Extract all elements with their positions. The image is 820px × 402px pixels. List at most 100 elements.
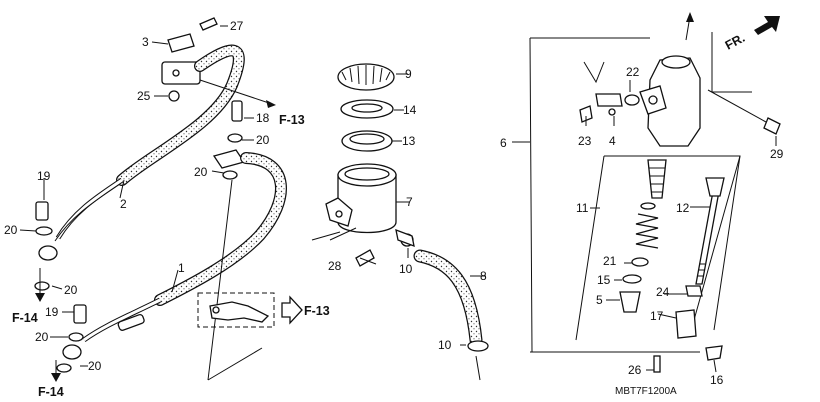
callout-20: 20	[256, 133, 270, 147]
washer-20-upper	[35, 226, 53, 236]
f13-top-arrowhead	[266, 100, 276, 108]
ref-f14-lower: F-14	[38, 385, 64, 399]
clip-part-3	[167, 33, 195, 53]
callout-10: 10	[438, 338, 452, 352]
cup-21	[631, 257, 649, 267]
callout-2: 2	[120, 197, 127, 211]
callout-20: 20	[35, 330, 49, 344]
reservoir-body-7	[337, 174, 397, 234]
inset-dashed-frame	[197, 292, 275, 328]
spring-21	[635, 213, 659, 249]
cotter-pin-16	[705, 345, 723, 361]
callout-25: 25	[137, 89, 151, 103]
cylinder-top	[661, 55, 691, 69]
inset-fitting-hole	[212, 306, 220, 314]
banjo-bolt-19-upper	[35, 201, 49, 221]
washer-20-lower-b	[68, 332, 84, 342]
clevis-17	[675, 309, 697, 339]
banjo-bolt-19-lower	[73, 304, 87, 324]
washer-20-lower-c	[56, 363, 72, 373]
pushrod-12-head	[705, 177, 725, 197]
brake-hose-2-texture	[117, 45, 244, 185]
outer-frame	[529, 32, 752, 353]
callout-20: 20	[194, 165, 208, 179]
ref-f13-box: F-13	[304, 304, 330, 318]
inset-fitting	[209, 301, 270, 323]
seat-5	[619, 291, 641, 313]
inset-box	[197, 292, 303, 328]
nut-24	[685, 285, 703, 297]
front-direction-indicator: FR.	[723, 16, 780, 53]
callout-19: 19	[37, 169, 51, 183]
washer-20-mid	[222, 170, 238, 180]
bolt-18	[231, 100, 243, 122]
f14-lower-arrowhead	[51, 373, 61, 382]
diagram-code: MBT7F1200A	[615, 386, 677, 397]
plate-14-inner	[351, 103, 383, 113]
front-arrow-icon	[754, 16, 780, 35]
callout-20: 20	[88, 359, 102, 373]
boot-11-ribs	[649, 167, 665, 193]
callout-15: 15	[597, 273, 611, 287]
bolt-28	[355, 249, 375, 267]
banjo-fitting-upper	[38, 245, 58, 261]
callout-11: 11	[576, 201, 589, 215]
ref-f14-upper: F-14	[12, 311, 38, 325]
cap-9-ridges	[341, 65, 391, 85]
callout-14: 14	[403, 103, 417, 117]
reservoir-assembly	[311, 63, 489, 381]
callout-18: 18	[256, 111, 270, 125]
reference-labels: F-13 F-13 F-14 F-14	[12, 113, 330, 399]
hose-assembly-upper	[34, 17, 245, 291]
hose-joint-4	[595, 93, 623, 107]
left-leader-lines	[19, 25, 254, 367]
callout-7: 7	[406, 195, 413, 209]
hose-clip-10-lower	[467, 340, 489, 352]
brake-pipe-2-line	[54, 183, 121, 242]
bolt-29	[763, 117, 781, 135]
reservoir-rim-inner	[344, 167, 390, 181]
washer-stack-top	[640, 202, 656, 210]
callout-4: 4	[609, 134, 616, 148]
f13-top-arrow	[199, 79, 273, 105]
callout-20: 20	[4, 223, 18, 237]
washer-20-lower-a	[34, 281, 50, 291]
pin-26	[653, 355, 661, 373]
callout-6: 6	[500, 136, 507, 150]
callout-12: 12	[676, 201, 690, 215]
callout-1: 1	[178, 261, 185, 275]
callout-9: 9	[405, 67, 412, 81]
hose-8-texture	[414, 250, 482, 346]
screw-23	[579, 105, 593, 123]
callout-29: 29	[770, 147, 784, 161]
callout-8: 8	[480, 269, 487, 283]
joint-bolt-hole	[172, 69, 180, 77]
boot-11	[647, 159, 667, 199]
oring-22	[624, 94, 640, 106]
callout-28: 28	[328, 259, 342, 273]
callout-24: 24	[656, 285, 670, 299]
joint-4-bolt	[608, 108, 616, 116]
hose-sleeve	[117, 313, 145, 331]
reservoir-leaders	[311, 73, 486, 381]
cylinder-lug-hole	[648, 95, 658, 105]
diaphragm-13-inner	[349, 133, 385, 145]
washer-15	[622, 274, 642, 284]
callout-5: 5	[596, 293, 603, 307]
nut-25	[168, 90, 180, 102]
washer-20-bolt18	[227, 133, 243, 143]
mount-tab-hole	[335, 210, 343, 218]
callout-16: 16	[710, 373, 724, 387]
callout-22: 22	[626, 65, 640, 79]
callout-20: 20	[64, 283, 78, 297]
f13-box-arrow	[281, 295, 303, 325]
hose-8-outlet	[395, 228, 415, 248]
brake-pipe-1-inner	[83, 298, 161, 342]
callout-10: 10	[399, 262, 413, 276]
banjo-fitting-mid	[212, 149, 246, 169]
f14-upper-arrowhead	[35, 293, 45, 302]
callout-26: 26	[628, 363, 642, 377]
pushrod-12-thread	[697, 263, 705, 277]
callout-21: 21	[603, 254, 617, 268]
